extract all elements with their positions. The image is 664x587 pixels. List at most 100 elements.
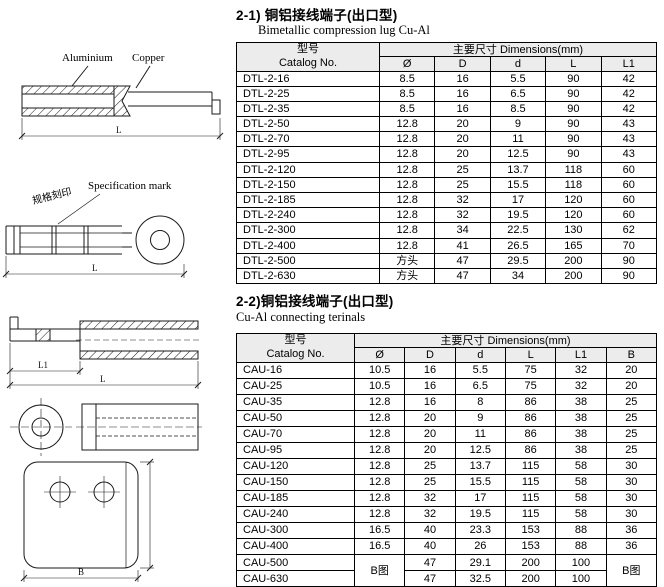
dimension-cell: 34 (434, 222, 491, 239)
dimension-cell: 130 (545, 222, 602, 239)
dimension-cell: 6.5 (489, 85, 547, 102)
dimension-cell: 16 (434, 70, 491, 87)
dimension-cell: 153 (504, 521, 557, 540)
dimension-cell: 32.5 (454, 570, 506, 587)
dimension-cell: 100 (555, 554, 607, 572)
dimension-cell: 8.5 (489, 100, 547, 118)
dimension-cell: 47 (404, 570, 456, 587)
bimetallic-lug-drawing: L (18, 65, 224, 140)
dimension-cell: 38 (555, 393, 607, 411)
dimension-cell: 12.8 (353, 473, 406, 491)
catalog-cell: CAU-185 (236, 489, 355, 507)
catalog-cell: CAU-300 (236, 521, 355, 540)
dimension-label-L: L (100, 374, 106, 384)
figure-cau-section: L1 L (0, 303, 232, 395)
dimension-cell: 30 (605, 473, 658, 491)
dimension-cell: 11 (489, 131, 547, 148)
dimension-cell: 115 (504, 457, 557, 475)
dimension-cell: 12.8 (378, 131, 436, 148)
dimension-cell: 40 (404, 521, 456, 540)
catalog-cell: CAU-240 (236, 505, 355, 523)
dimension-cell: 15.5 (454, 473, 506, 491)
dimension-cell: 153 (504, 538, 557, 556)
dimension-cell: 25 (605, 425, 658, 443)
catalog-cell: CAU-35 (236, 393, 355, 411)
catalog-cell: CAU-630 (236, 570, 355, 587)
catalog-header-en: Catalog No. (266, 347, 325, 360)
table-subheader-row: Ø D d L L1 B (237, 347, 658, 363)
dimension-cell: 8.5 (378, 85, 436, 102)
catalog-cell: DTL-2-300 (236, 222, 380, 239)
catalog-cell: DTL-2-95 (236, 146, 380, 163)
dimension-cell: 165 (545, 237, 602, 254)
dimension-cell: 115 (504, 489, 557, 507)
dimension-cell: 9 (489, 116, 547, 133)
dimension-cell: 38 (555, 441, 607, 459)
dimension-cell: 120 (545, 207, 602, 224)
dimension-label-L: L (92, 263, 98, 273)
dimension-cell: 29.5 (489, 252, 547, 269)
dimension-cell: 12.8 (378, 176, 436, 194)
dimension-cell: 8.5 (378, 70, 436, 87)
dimension-cell: 12.8 (378, 146, 436, 163)
dimension-cell: 26 (454, 538, 506, 556)
catalog-cell: CAU-400 (236, 538, 355, 556)
dimension-cell: 200 (545, 252, 602, 269)
dimension-cell: 200 (504, 570, 557, 587)
dimension-cell: 8 (454, 393, 506, 411)
figure-b-type-pad: B (10, 458, 230, 585)
figure-dtl-lug: Specification mark 规格刻印 L (0, 180, 232, 292)
dimension-cell: 5.5 (454, 361, 506, 379)
dimension-cell: 12.8 (353, 457, 406, 475)
col-header-L1: L1 (555, 347, 607, 363)
dimension-cell: 26.5 (489, 237, 547, 254)
catalog-cell: CAU-16 (236, 361, 355, 379)
dimension-cell: 120 (545, 191, 602, 209)
dimension-cell: 12.8 (353, 489, 406, 507)
dimension-cell: 70 (600, 237, 658, 254)
dimension-cell: 12.8 (378, 222, 436, 239)
dimension-cell: 12.8 (378, 207, 436, 224)
catalog-cell: CAU-95 (236, 441, 355, 459)
dimension-cell: 17 (454, 489, 506, 507)
dimension-cell: 86 (504, 425, 557, 443)
dimension-cell: 90 (545, 116, 602, 133)
catalog-cell: CAU-50 (236, 409, 355, 427)
dimension-cell: 60 (600, 176, 658, 194)
col-header-D: D (434, 56, 491, 72)
catalog-cell: DTL-2-120 (236, 161, 380, 178)
dimension-cell: 10.5 (353, 361, 406, 379)
dimension-cell: 34 (489, 267, 547, 285)
dimension-cell: 16 (434, 85, 491, 102)
catalog-cell: CAU-150 (236, 473, 355, 491)
dimension-cell: 16 (404, 393, 456, 411)
dimension-cell: 12.8 (353, 409, 406, 427)
catalog-cell: DTL-2-185 (236, 191, 380, 209)
dimension-cell: 86 (504, 441, 557, 459)
dimension-cell: 200 (545, 267, 602, 285)
dimension-cell: 19.5 (454, 505, 506, 523)
dimension-cell: 16.5 (353, 521, 406, 540)
dimension-cell: 25 (605, 393, 658, 411)
dimension-cell: 25 (404, 457, 456, 475)
cau-table-container: 型号 Catalog No. 主要尺寸 Dimensions(mm) Ø D d… (236, 332, 658, 587)
dtl-table-container: 型号 Catalog No. 主要尺寸 Dimensions(mm) Ø D d… (236, 41, 658, 285)
dimension-cell: B图 (353, 554, 406, 587)
dimension-cell: 100 (555, 570, 607, 587)
dimension-cell: 90 (545, 100, 602, 118)
dimension-cell: 23.3 (454, 521, 506, 540)
dimension-cell: 方头 (378, 252, 436, 269)
dimension-cell: 32 (555, 361, 607, 379)
